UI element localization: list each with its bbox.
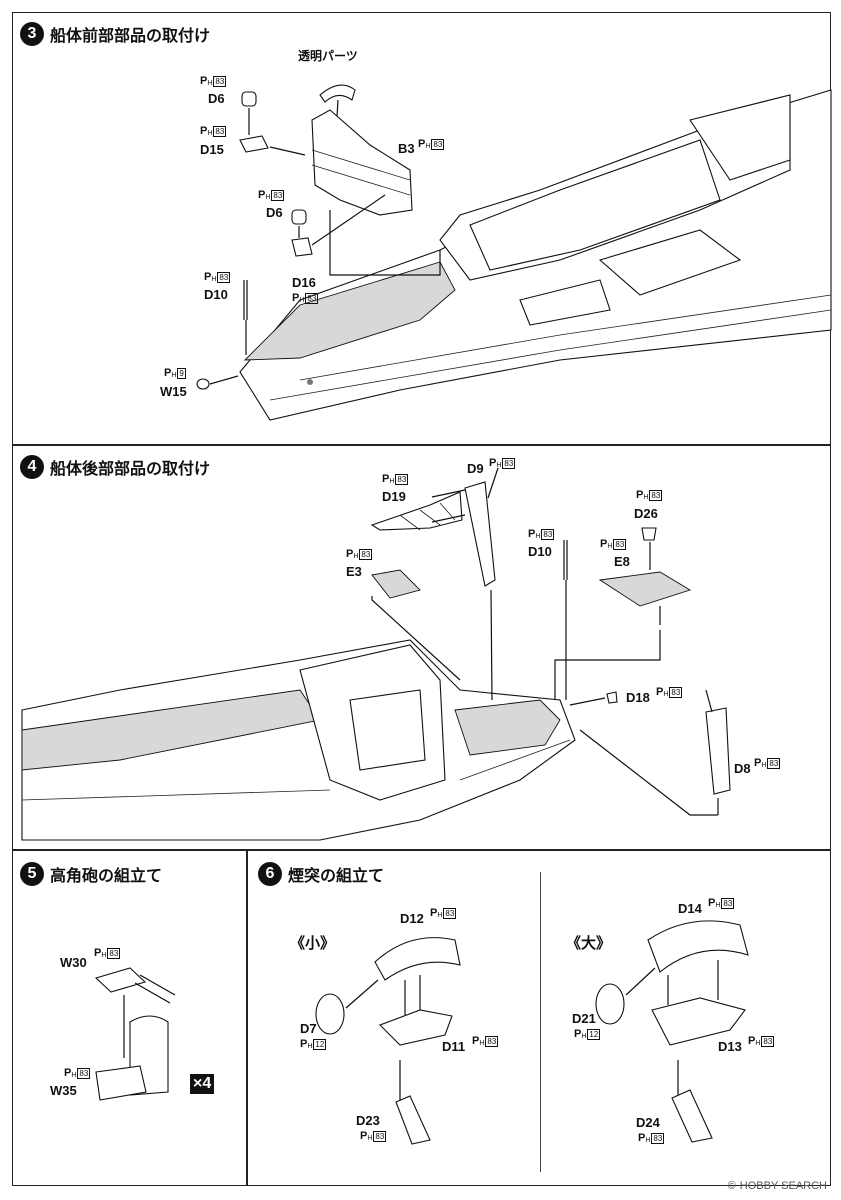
step-3-header: 3 船体前部部品の取付け — [20, 22, 210, 46]
step-6-title: 煙突の組立て — [288, 866, 385, 885]
part-label-d7: D7 — [300, 1021, 317, 1036]
step-4-header: 4 船体後部部品の取付け — [20, 455, 210, 479]
part-label-d14: D14 — [678, 901, 702, 916]
part-label-d18: D18 — [626, 690, 650, 705]
part-label-d9: D9 — [467, 461, 484, 476]
part-label-w30: W30 — [60, 955, 87, 970]
watermark-text: HOBBY SEARCH — [739, 1180, 827, 1192]
step-3-title: 船体前部部品の取付け — [50, 26, 211, 45]
variant-divider — [540, 872, 541, 1172]
copyright-icon: © — [727, 1180, 736, 1192]
part-label-d13: D13 — [718, 1039, 742, 1054]
part-label-d15: D15 — [200, 142, 224, 157]
step-6-number: 6 — [258, 862, 282, 886]
part-label-d6-b: D6 — [266, 205, 283, 220]
variant-label-large: 《大》 — [566, 934, 612, 952]
step-5-title: 高角砲の組立て — [50, 866, 163, 885]
part-label-w35: W35 — [50, 1083, 77, 1098]
step-5-panel — [12, 850, 247, 1186]
part-label-d23: D23 — [356, 1113, 380, 1128]
part-label-d24: D24 — [636, 1115, 660, 1130]
stern-hull-drawing — [21, 639, 576, 841]
step-4-number: 4 — [20, 455, 44, 479]
part-label-d12: D12 — [400, 911, 424, 926]
part-label-d6-a: D6 — [208, 91, 225, 106]
part-label-d26: D26 — [634, 506, 658, 521]
part-label-w15: W15 — [160, 384, 187, 399]
step-3-number: 3 — [20, 22, 44, 46]
step-5-number: 5 — [20, 862, 44, 886]
variant-label-small: 《小》 — [290, 934, 336, 952]
part-label-b3: B3 — [398, 141, 415, 156]
step-6-panel — [247, 850, 831, 1186]
part-label-d10-a: D10 — [204, 287, 228, 302]
part-label-d21: D21 — [572, 1011, 596, 1026]
part-label-d16: D16 — [292, 275, 316, 290]
bow-hull-drawing — [239, 89, 832, 421]
part-label-e3: E3 — [346, 564, 362, 579]
part-label-d19: D19 — [382, 489, 406, 504]
part-label-e8: E8 — [614, 554, 630, 569]
step-5-header: 5 高角砲の組立て — [20, 862, 162, 886]
watermark: © HOBBY SEARCH — [728, 1180, 827, 1192]
part-label-d8: D8 — [734, 761, 751, 776]
step-6-header: 6 煙突の組立て — [258, 862, 384, 886]
part-label-d10-b: D10 — [528, 544, 552, 559]
part-label-d11: D11 — [442, 1039, 466, 1054]
quantity-badge: ×4 — [190, 1074, 215, 1094]
step-4-panel — [12, 445, 831, 850]
step-4-title: 船体後部部品の取付け — [50, 459, 211, 478]
part-label-clear: 透明パーツ — [298, 49, 358, 63]
